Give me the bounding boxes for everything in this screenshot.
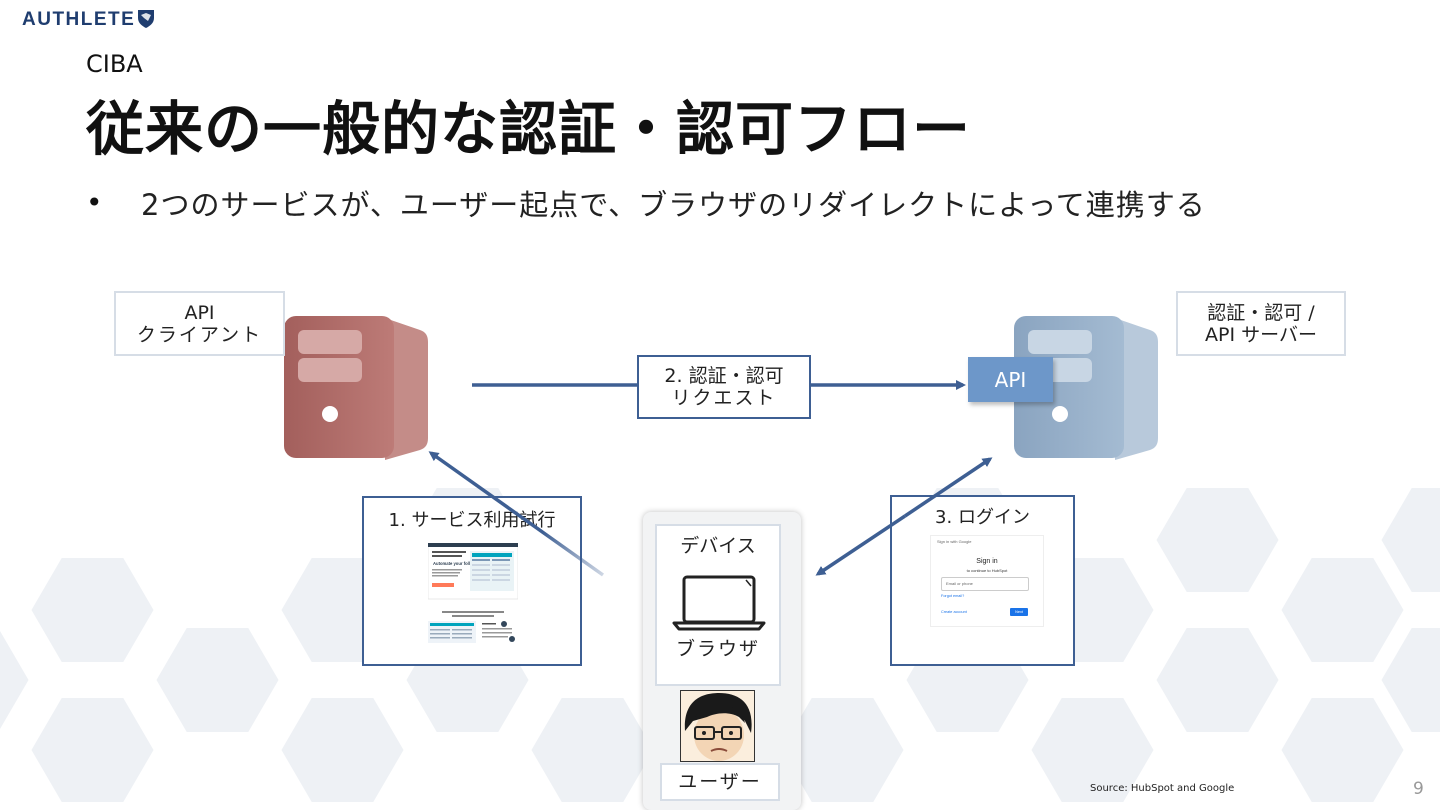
email-field-placeholder: Email or phone bbox=[946, 581, 973, 586]
step3-card: 3. ログイン Sign in with Google Sign in to c… bbox=[890, 495, 1075, 666]
step1-label: 1. サービス利用試行 bbox=[388, 510, 556, 531]
authlete-logo-text: AUTHLETE bbox=[22, 9, 136, 30]
browser-label: ブラウザ bbox=[675, 638, 760, 660]
device-label: デバイス bbox=[680, 535, 756, 557]
laptop-icon bbox=[672, 575, 766, 631]
next-button[interactable]: Next bbox=[1010, 608, 1028, 616]
step3-label: 3. ログイン bbox=[935, 507, 1030, 528]
shield-logo-icon bbox=[138, 10, 154, 28]
device-box: デバイス ブラウザ bbox=[655, 524, 781, 686]
client-label-line1: API bbox=[184, 301, 215, 324]
api-client-label-box: API クライアント bbox=[114, 291, 285, 356]
forgot-email-link[interactable]: Forgot email? bbox=[941, 594, 965, 598]
client-server-icon bbox=[284, 316, 428, 460]
user-label: ユーザー bbox=[678, 771, 762, 793]
user-avatar bbox=[680, 690, 755, 762]
slide-kicker: CIBA bbox=[86, 50, 143, 78]
signin-header: Sign in with Google bbox=[937, 539, 972, 544]
user-face-icon bbox=[681, 691, 754, 761]
step1-card: 1. サービス利用試行 Automate your follow-ups bbox=[362, 496, 582, 666]
user-label-box: ユーザー bbox=[660, 763, 780, 801]
bullet-text: 2つのサービスが、ユーザー起点で、ブラウザのリダイレクトによって連携する bbox=[141, 188, 1206, 222]
create-account-link[interactable]: Create account bbox=[941, 610, 967, 614]
auth-request-label-box: 2. 認証・認可 リクエスト bbox=[637, 355, 811, 419]
api-tag: API bbox=[968, 357, 1053, 402]
page-number: 9 bbox=[1413, 779, 1424, 799]
client-label-line2: クライアント bbox=[136, 323, 263, 346]
server-label-line2: API サーバー bbox=[1205, 323, 1317, 346]
server-label-line1: 認証・認可 / bbox=[1207, 301, 1315, 324]
source-credit: Source: HubSpot and Google bbox=[1090, 783, 1235, 794]
signin-subtitle: to continue to HubSpot bbox=[966, 568, 1008, 573]
auth-server-label-box: 認証・認可 / API サーバー bbox=[1176, 291, 1346, 356]
request-label-line1: 2. 認証・認可 bbox=[664, 365, 784, 387]
google-signin-mock: Sign in with Google Sign in to continue … bbox=[930, 535, 1044, 627]
slide-title: 従来の一般的な認証・認可フロー bbox=[86, 95, 972, 163]
signin-title: Sign in bbox=[976, 558, 998, 565]
bullet-marker: • bbox=[86, 186, 103, 219]
email-field[interactable]: Email or phone bbox=[941, 577, 1029, 591]
hubspot-screenshot-thumbnail: Automate your follow-ups bbox=[428, 543, 518, 643]
request-label-line2: リクエスト bbox=[671, 387, 777, 409]
